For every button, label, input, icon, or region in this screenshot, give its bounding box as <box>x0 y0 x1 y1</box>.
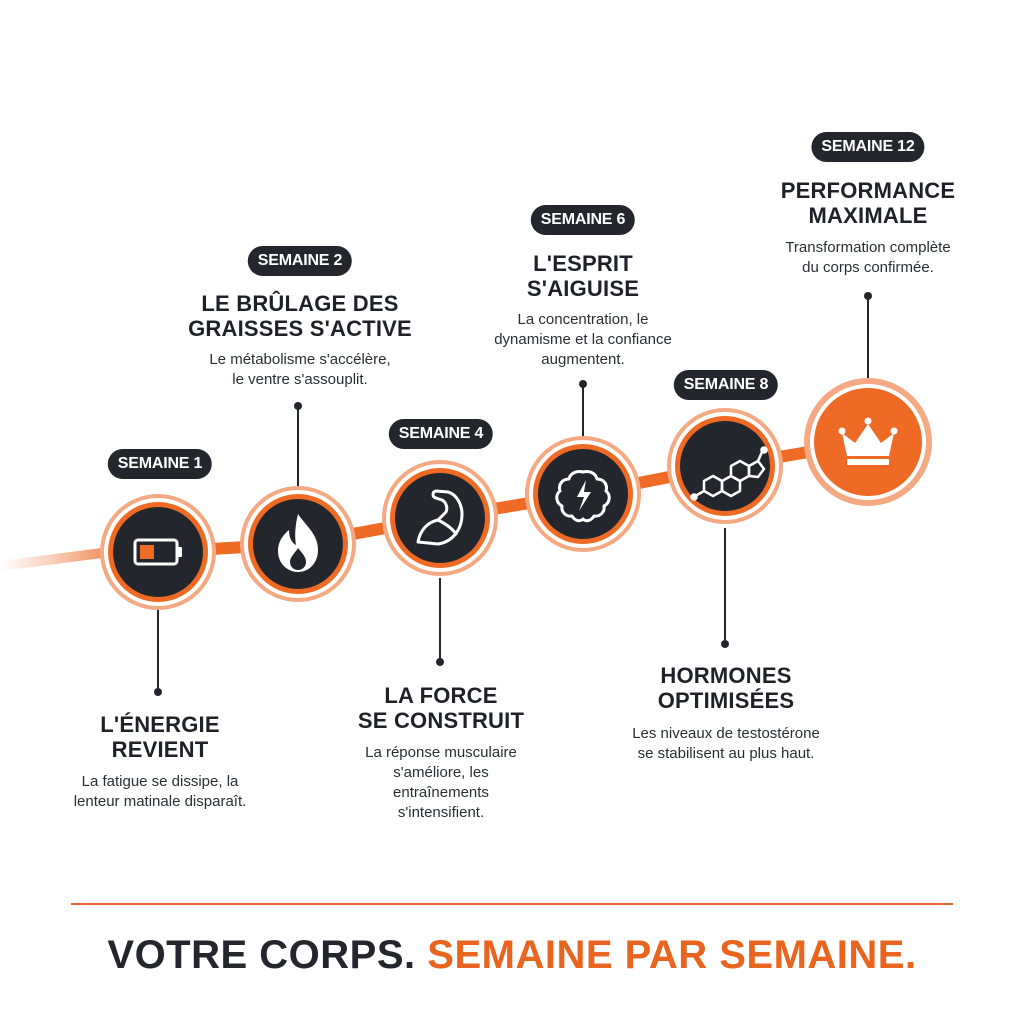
node-week-4 <box>382 460 498 576</box>
footer-tagline-part1: VOTRE CORPS. <box>107 933 416 977</box>
step-title-12: PERFORMANCE MAXIMALE <box>780 178 956 228</box>
node-week-2 <box>240 486 356 602</box>
node-week-12 <box>804 378 932 506</box>
step-title-6: L'ESPRIT S'AIGUISE <box>526 251 640 301</box>
step-description-6: La concentration, le dynamisme et la con… <box>494 311 672 368</box>
footer-tagline: VOTRE CORPS. SEMAINE PAR SEMAINE. <box>0 931 1024 979</box>
step-title-4: LA FORCE SE CONSTRUIT <box>357 683 525 733</box>
node-week-8 <box>667 408 783 524</box>
week-badge-1: SEMAINE 1 <box>107 449 213 479</box>
timeline-trail <box>0 547 115 571</box>
week-badge-2: SEMAINE 2 <box>247 246 353 276</box>
week-badge-6: SEMAINE 6 <box>530 205 636 235</box>
battery-icon <box>133 538 182 566</box>
step-description-2: Le métabolisme s'accélère, le ventre s'a… <box>209 351 391 388</box>
step-description-12: Transformation complète du corps confirm… <box>785 239 951 276</box>
flame-icon <box>278 514 318 572</box>
steroid-molecule-icon <box>690 446 768 501</box>
node-week-6 <box>525 436 641 552</box>
connector-dot-6 <box>579 380 587 388</box>
connector-dots <box>154 292 872 696</box>
connector-lines <box>157 296 869 692</box>
step-title-8: HORMONES OPTIMISÉES <box>657 663 795 713</box>
node-week-1 <box>100 494 216 610</box>
step-description-1: La fatigue se dissipe, la lenteur matina… <box>73 773 247 810</box>
step-description-8: Les niveaux de testostérone se stabilise… <box>632 725 820 762</box>
brain-bolt-icon <box>555 470 611 523</box>
flexed-arm-icon <box>416 489 464 546</box>
step-title-2: LE BRÛLAGE DES GRAISSES S'ACTIVE <box>188 291 412 341</box>
crown-icon <box>838 417 898 465</box>
week-badge-4: SEMAINE 4 <box>388 419 494 449</box>
connector-dot-1 <box>154 688 162 696</box>
footer-divider <box>71 903 953 905</box>
step-title-1: L'ÉNERGIE REVIENT <box>100 712 220 762</box>
connector-dot-8 <box>721 640 729 648</box>
connector-dot-12 <box>864 292 872 300</box>
connector-dot-2 <box>294 402 302 410</box>
connector-dot-4 <box>436 658 444 666</box>
step-description-4: La réponse musculaire s'améliore, les en… <box>365 744 517 821</box>
week-badge-8: SEMAINE 8 <box>673 370 779 400</box>
footer-tagline-part2: SEMAINE PAR SEMAINE. <box>427 933 917 977</box>
week-badge-12: SEMAINE 12 <box>811 132 925 162</box>
